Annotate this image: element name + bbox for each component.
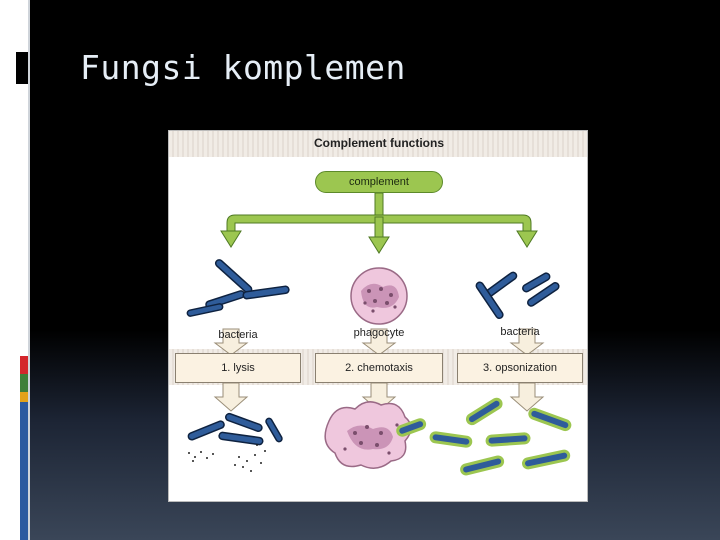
bacteria-cluster-right — [475, 271, 560, 320]
step-lysis: 1. lysis — [175, 353, 301, 383]
figure-header-band — [169, 131, 587, 157]
down-arrows-top — [213, 328, 545, 356]
arrow-center-head — [368, 236, 390, 254]
main-stem — [374, 192, 384, 218]
crossbar — [226, 214, 532, 234]
opsonized-bacteria — [396, 397, 572, 476]
left-decor-edge — [28, 0, 30, 540]
title-marker — [16, 52, 28, 84]
lysis-debris — [188, 444, 266, 472]
target-label-bacteria-right: bacteria — [500, 326, 540, 338]
accent-bar-green — [20, 374, 28, 392]
arrow-left-head — [220, 230, 242, 248]
down-arrows-bottom — [213, 382, 545, 412]
migrating-phagocyte — [324, 401, 412, 469]
accent-bar-yellow — [20, 392, 28, 402]
step-opsonization: 3. opsonization — [457, 353, 583, 383]
diagram-art — [186, 192, 572, 476]
lysed-bacteria — [187, 412, 283, 446]
phagocyte-cell — [350, 267, 408, 325]
step-chemotaxis: 2. chemotaxis — [315, 353, 443, 383]
slide-title: Fungsi komplemen — [80, 48, 406, 87]
complement-box: complement — [315, 171, 443, 193]
target-label-bacteria-left: bacteria — [218, 329, 258, 341]
center-stem — [374, 216, 384, 240]
target-label-phagocyte: phagocyte — [353, 327, 405, 339]
arrow-right-head — [516, 230, 538, 248]
complement-functions-figure: Complement functions — [168, 130, 588, 502]
accent-bar-blue — [20, 402, 28, 540]
bacteria-cluster-left — [186, 259, 290, 317]
branch-arrows — [220, 192, 538, 254]
figure-title: Complement functions — [313, 136, 444, 150]
accent-bar-red — [20, 356, 28, 374]
